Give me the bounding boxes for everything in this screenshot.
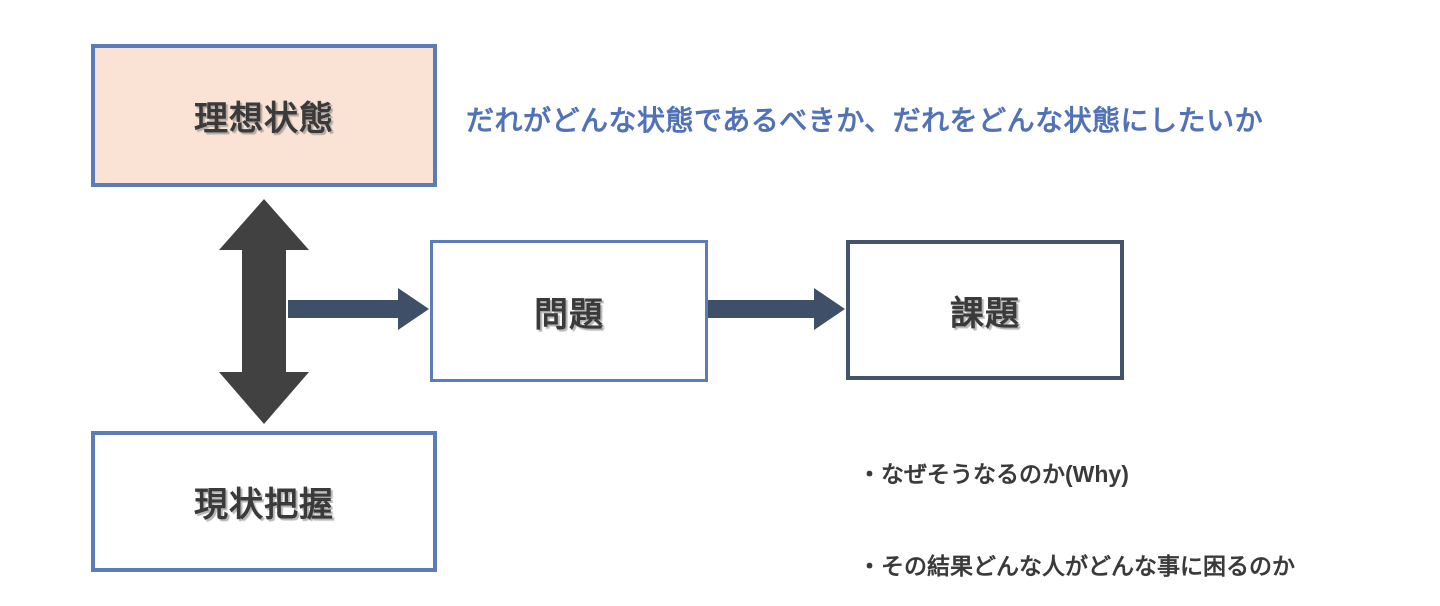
notes-task: ・なぜそうなるのか(Why) ・その結果どんな人がどんな事に困るのか (Who,… <box>858 398 1295 606</box>
node-ideal-state-label: 理想状態 <box>194 100 334 138</box>
node-task-label: 課題 <box>950 294 1020 333</box>
double-headed-vertical-arrow <box>219 199 309 424</box>
node-current-state[interactable]: 現状把握 <box>91 431 437 572</box>
node-current-state-label: 現状把握 <box>194 486 334 524</box>
arrow-to-task <box>708 288 845 330</box>
node-task[interactable]: 課題 <box>846 240 1124 380</box>
notes-task-line-2: ・その結果どんな人がどんな事に困るのか <box>858 552 1295 579</box>
notes-task-line-1: ・なぜそうなるのか(Why) <box>858 461 1129 488</box>
node-ideal-state[interactable]: 理想状態 <box>91 44 437 187</box>
node-problem-label: 問題 <box>534 295 604 334</box>
heading-ideal-state-question: だれがどんな状態であるべきか、だれをどんな状態にしたいか <box>466 105 1264 136</box>
arrow-to-problem <box>288 288 429 330</box>
node-problem[interactable]: 問題 <box>430 240 708 382</box>
